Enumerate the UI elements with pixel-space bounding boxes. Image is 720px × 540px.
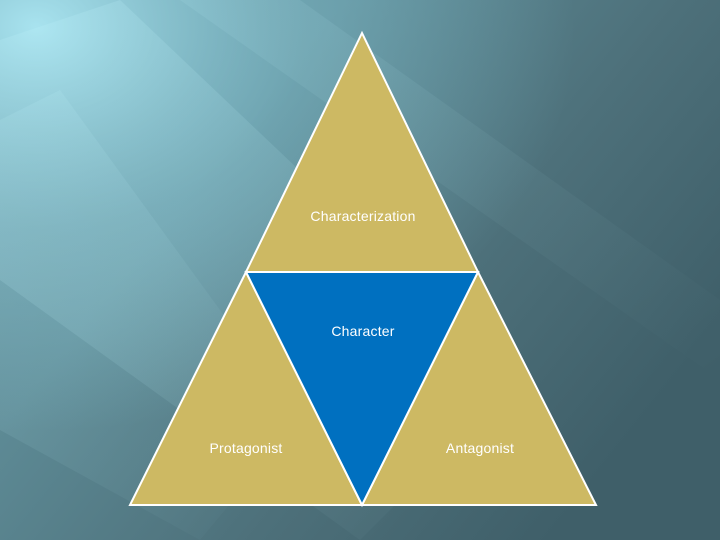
top-label: Characterization [310, 208, 416, 224]
center-triangle [244, 271, 480, 508]
left-label: Protagonist [209, 440, 283, 456]
center-label: Character [331, 323, 395, 339]
right-label: Antagonist [445, 440, 515, 456]
top-triangle [244, 30, 480, 273]
